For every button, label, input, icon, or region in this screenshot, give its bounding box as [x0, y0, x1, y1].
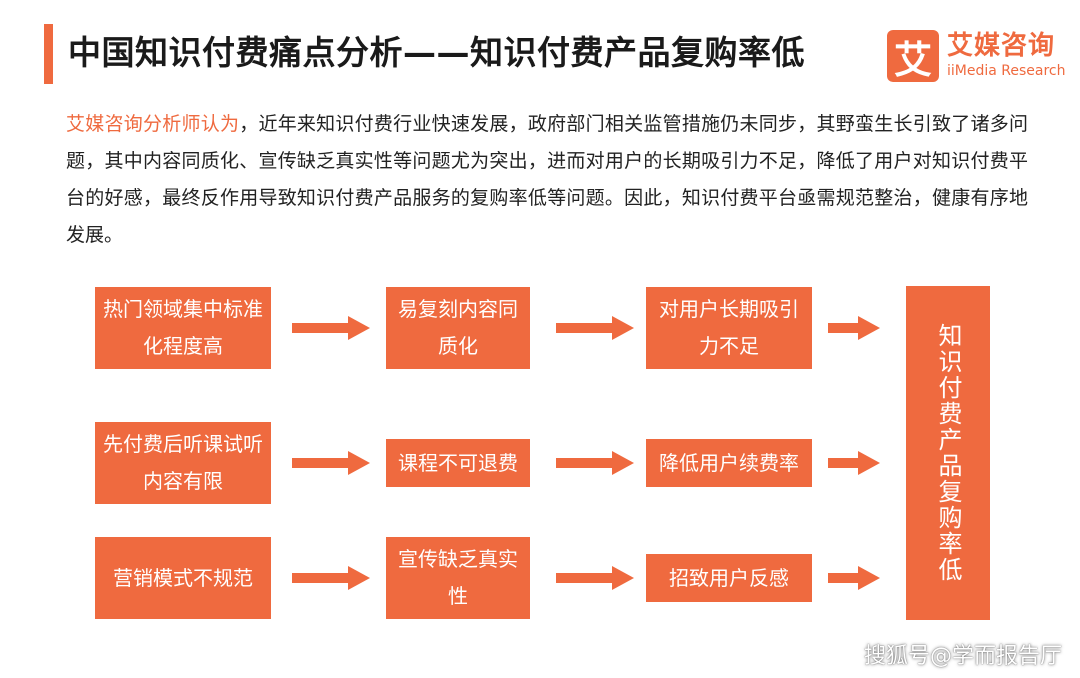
- brand-logo: 艾 艾媒咨询 iiMedia Research: [887, 30, 1067, 84]
- row1-arrow-2: [556, 316, 634, 340]
- row3-arrow-1: [292, 566, 370, 590]
- row1-arrow-1: [292, 316, 370, 340]
- row3-cause-box: 营销模式不规范: [95, 537, 271, 619]
- row3-arrow-3: [828, 566, 880, 590]
- row3-effect-box: 宣传缺乏真实性: [386, 537, 530, 619]
- logo-english: iiMedia Research: [947, 63, 1066, 79]
- title-accent-bar: [44, 24, 53, 84]
- source-watermark: 搜狐号@学而报告厅: [864, 644, 1063, 669]
- intro-lead: 艾媒咨询分析师认为: [66, 113, 240, 135]
- result-box: 知识付费产品复购率低: [906, 286, 990, 620]
- intro-paragraph: 艾媒咨询分析师认为，近年来知识付费行业快速发展，政府部门相关监管措施仍未同步，其…: [66, 106, 1028, 254]
- row3-impact-box: 招致用户反感: [646, 554, 812, 602]
- result-label: 知识付费产品复购率低: [934, 323, 962, 583]
- row2-arrow-2: [556, 451, 634, 475]
- logo-mark: 艾: [887, 30, 939, 82]
- row1-arrow-3: [828, 316, 880, 340]
- logo-name: 艾媒咨询: [947, 31, 1056, 61]
- row2-arrow-3: [828, 451, 880, 475]
- row2-arrow-1: [292, 451, 370, 475]
- row3-arrow-2: [556, 566, 634, 590]
- row2-impact-box: 降低用户续费率: [646, 439, 812, 487]
- row1-impact-box: 对用户长期吸引力不足: [646, 287, 812, 369]
- row2-cause-box: 先付费后听课试听内容有限: [95, 422, 271, 504]
- page-title: 中国知识付费痛点分析——知识付费产品复购率低: [68, 33, 805, 72]
- row1-cause-box: 热门领域集中标准化程度高: [95, 287, 271, 369]
- row1-effect-box: 易复刻内容同质化: [386, 287, 530, 369]
- row2-effect-box: 课程不可退费: [386, 439, 530, 487]
- intro-body: ，近年来知识付费行业快速发展，政府部门相关监管措施仍未同步，其野蛮生长引致了诸多…: [66, 113, 1028, 246]
